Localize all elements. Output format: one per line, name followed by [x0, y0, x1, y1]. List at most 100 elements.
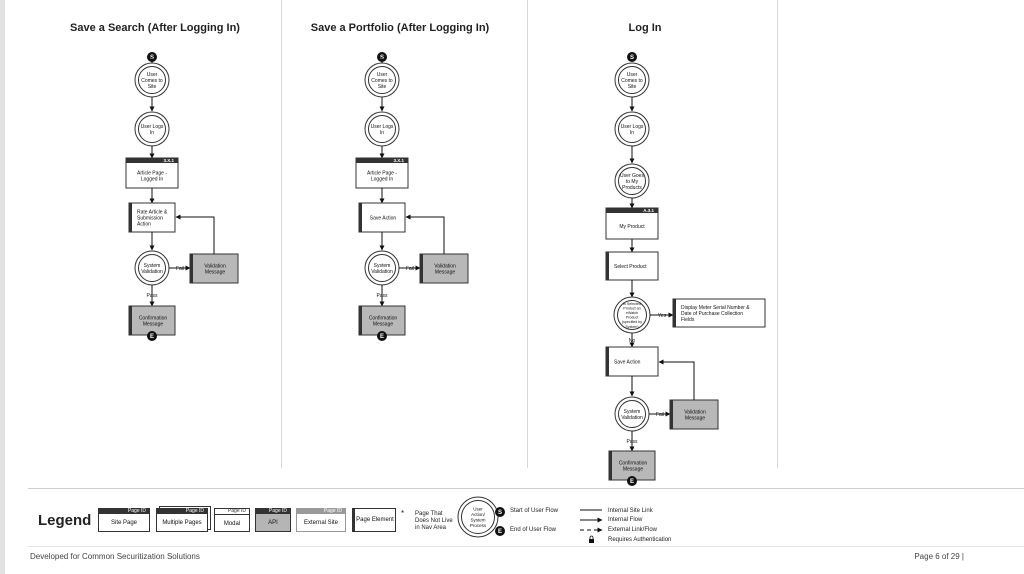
save-portfolio-system-validation-inner [368, 254, 396, 282]
column-divider [777, 0, 778, 468]
flow-arrow [658, 359, 695, 400]
save-portfolio-confirmation-message [358, 305, 406, 336]
save-search-action-label: Action [137, 221, 151, 227]
legend-modal: Page ID Modal [214, 508, 250, 532]
login-save-action-edge [606, 347, 609, 376]
save-portfolio-action-label: Save Action [370, 215, 397, 221]
login-decision-label: (specified by [622, 320, 642, 324]
save-search-article-page-id: 3.X.1 [163, 158, 174, 163]
login-system-validation-label: System [624, 409, 641, 415]
save-search-confirmation-message-label: Confirmation [139, 315, 168, 321]
save-portfolio-user-logs-label: User Logs [371, 124, 394, 130]
flow-arrow [175, 214, 215, 254]
save-search-article-page-label: Logged In [141, 176, 163, 182]
login-user-arrives-label: Site [628, 84, 637, 90]
login-decision-label: Product [626, 316, 638, 320]
legend-not-in-nav: Page That Does Not Live in Nav Area [415, 511, 453, 532]
save-search-system-validation-label: Validation [141, 269, 163, 275]
legend-divider [28, 488, 1024, 489]
legend-process-circle-inner [461, 500, 495, 534]
save-portfolio-user-logs-label: In [380, 130, 384, 136]
legend-process-circle-label: User [473, 506, 483, 511]
save-search-confirmation-message [128, 305, 176, 336]
legend-end-badge [495, 526, 505, 536]
save-search-validation-message-label: Message [205, 269, 226, 275]
save-portfolio-user-arrives-label: User [377, 72, 388, 78]
login-validation-message-label: Validation [684, 409, 706, 415]
save-portfolio-article-page-id: 3.X.1 [393, 158, 404, 163]
login-user-arrives-label: User [627, 72, 638, 78]
legend-page-id: Page ID [256, 509, 290, 514]
column-title-save-portfolio: Save a Portfolio (After Logging In) [310, 22, 490, 34]
save-portfolio-user-arrives-label: Comes to [371, 78, 393, 84]
legend-start-badge-letter: S [498, 510, 502, 516]
save-portfolio-user-arrives-inner [368, 66, 396, 94]
save-search-end-badge [147, 331, 157, 341]
save-portfolio-start-badge-letter: S [380, 55, 384, 61]
save-search-article-page-id-bar [126, 158, 178, 163]
login-confirmation-message-label: Message [623, 466, 644, 472]
save-portfolio-pass-label: Pass [376, 293, 388, 299]
save-search-action-edge [129, 203, 132, 232]
legend-start-label: Start of User Flow [510, 508, 559, 514]
save-search-user-arrives-label: User [147, 72, 158, 78]
legend-multiple-pages: Page ID Multiple Pages [156, 508, 208, 532]
legend-not-in-nav-line: Page That [415, 511, 443, 517]
save-search-system-validation-label: System [144, 263, 161, 269]
login-select-product-label: Select Product [614, 264, 647, 270]
login-user-goes-label: User Goes [620, 173, 644, 179]
legend-site-page-label: Site Page [110, 520, 138, 526]
column-title-log-in: Log In [628, 22, 662, 34]
login-save-action-label: Save Action [614, 359, 641, 365]
login-validation-message [669, 399, 719, 430]
save-portfolio-validation-message-label: Message [435, 269, 456, 275]
save-search-system-validation-inner [138, 254, 166, 282]
login-validation-message-edge [670, 400, 673, 429]
save-search-user-logs-inner [138, 115, 166, 143]
legend-requires-auth: Requires Authentication [608, 537, 672, 543]
save-portfolio-article-page-label: Article Page - [367, 170, 397, 176]
legend-end-badge-letter: E [498, 529, 502, 535]
login-my-product-page-id: A.3.1 [643, 208, 654, 213]
legend-process-circle-label: System [470, 517, 485, 522]
legend-page-element: Page Element [352, 508, 396, 532]
login-select-product [605, 251, 659, 281]
save-portfolio-validation-message-edge [420, 254, 423, 283]
legend-page-element-label: Page Element [356, 517, 394, 523]
login-yes-label: Yes [658, 313, 667, 319]
legend-modal-label: Modal [223, 521, 241, 527]
login-start-badge [627, 52, 637, 62]
login-user-logs-label: User Logs [621, 124, 644, 130]
legend-site-page: Page ID Site Page [98, 508, 150, 532]
save-search-user-arrives-inner [138, 66, 166, 94]
legend-end-label: End of User Flow [510, 527, 557, 533]
save-portfolio-user-logs-inner [368, 115, 396, 143]
legend-internal-flow: Internal Flow [608, 517, 643, 523]
login-decision-label: eWatch [626, 311, 638, 315]
column-title-save-search: Save a Search (After Logging In) [70, 22, 240, 34]
save-portfolio-validation-message-label: Validation [434, 263, 456, 269]
login-decision-label: Is Selected [623, 302, 641, 306]
login-confirmation-message-label: Confirmation [619, 460, 648, 466]
login-display-fields [672, 298, 766, 328]
save-portfolio-end-badge [377, 331, 387, 341]
legend-api: Page ID API [255, 508, 291, 532]
page-number: Page 6 of 29 | [914, 552, 964, 561]
legend-not-in-nav-line: Does Not Live [415, 518, 453, 524]
login-user-logs-inner [618, 115, 646, 143]
save-search-confirmation-message-label: Message [143, 321, 164, 327]
legend-page-id: Page ID [215, 509, 249, 515]
legend-not-in-nav-line: in Nav Area [415, 525, 447, 531]
legend-external-link: External Link/Flow [608, 527, 658, 533]
save-search-pass-label: Pass [146, 293, 158, 299]
login-system-validation-inner [618, 400, 646, 428]
login-user-goes-label: Products [622, 185, 642, 191]
column-divider [281, 0, 282, 468]
login-decision-label: System) [625, 325, 638, 329]
save-portfolio-end-badge-letter: E [380, 334, 384, 340]
save-search-user-arrives-label: Comes to [141, 78, 163, 84]
login-end-badge-letter: E [630, 479, 634, 485]
save-portfolio-article-page-id-bar [356, 158, 408, 163]
login-end-badge [627, 476, 637, 486]
